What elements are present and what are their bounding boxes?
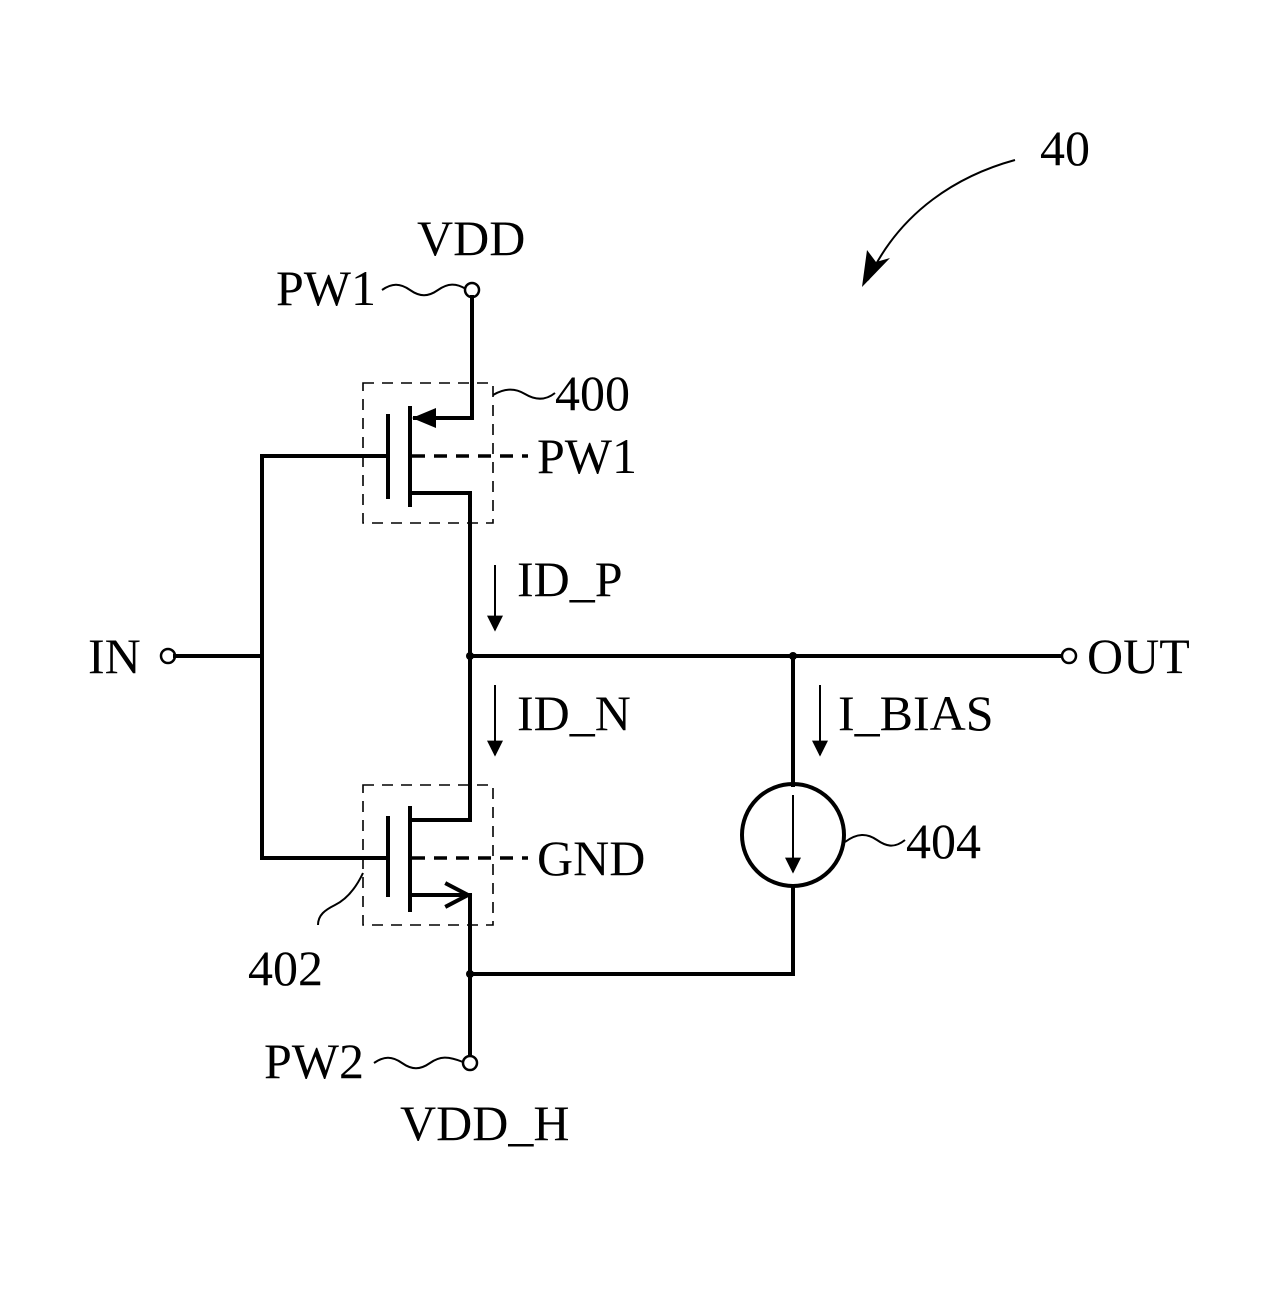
input-terminal — [161, 649, 175, 663]
vdd-terminal — [465, 283, 479, 297]
return-node-dot — [466, 970, 474, 978]
vdd-label: VDD — [417, 210, 525, 266]
pmos-body-label: PW1 — [537, 428, 637, 484]
input-label: IN — [88, 628, 141, 684]
nmos-ref-label: 402 — [248, 940, 323, 996]
vdd-h-label: VDD_H — [400, 1095, 569, 1151]
id-n-label: ID_N — [517, 685, 631, 741]
figure-ref-label: 40 — [1040, 120, 1090, 176]
nmos-body-label: GND — [537, 830, 645, 886]
pmos-leader-line — [493, 390, 555, 399]
pmos-arrow — [412, 408, 436, 428]
vdd-h-terminal — [463, 1056, 477, 1070]
pw1-terminal-label: PW1 — [276, 260, 376, 316]
figure-ref-pointer — [868, 160, 1015, 280]
current-source-leader-line — [845, 835, 905, 846]
nmos-outline — [363, 785, 493, 925]
pw2-leader-line — [374, 1058, 463, 1069]
nmos-leader-line — [318, 873, 363, 925]
figure-ref-arrowhead — [862, 250, 890, 287]
pw1-leader-line — [382, 285, 466, 296]
pw2-terminal-label: PW2 — [264, 1033, 364, 1089]
current-source-ref-label: 404 — [906, 813, 981, 869]
pmos-ref-label: 400 — [555, 365, 630, 421]
id-p-label: ID_P — [517, 551, 623, 607]
i-bias-label: I_BIAS — [838, 685, 994, 741]
output-terminal — [1062, 649, 1076, 663]
output-label: OUT — [1087, 628, 1190, 684]
